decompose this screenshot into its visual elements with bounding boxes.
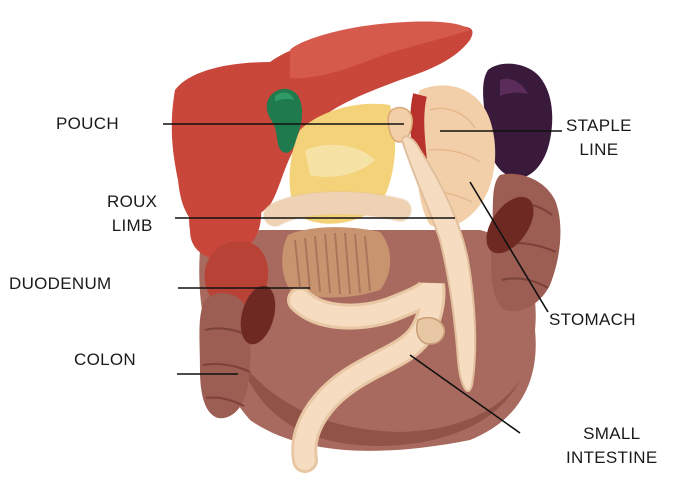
duodenum-outline <box>275 203 400 215</box>
label-pouch: POUCH <box>56 112 119 136</box>
label-roux-limb: ROUX LIMB <box>107 190 157 238</box>
label-roux-limb-text-1: ROUX <box>107 190 157 214</box>
label-stomach-text: STOMACH <box>549 308 636 332</box>
label-roux-limb-text-2: LIMB <box>107 214 157 238</box>
label-small-intestine: SMALL INTESTINE <box>566 422 658 470</box>
label-staple-line-text-1: STAPLE <box>566 114 632 138</box>
label-staple-line-text-2: LINE <box>566 138 632 162</box>
label-duodenum-text: DUODENUM <box>9 272 112 296</box>
jejunojejunostomy <box>417 318 445 344</box>
label-stomach: STOMACH <box>549 308 636 332</box>
label-colon: COLON <box>74 348 136 372</box>
label-pouch-text: POUCH <box>56 112 119 136</box>
label-staple-line: STAPLE LINE <box>566 114 632 162</box>
label-small-intestine-text-1: SMALL <box>566 422 658 446</box>
label-small-intestine-text-2: INTESTINE <box>566 446 658 470</box>
label-colon-text: COLON <box>74 348 136 372</box>
label-duodenum: DUODENUM <box>9 272 112 296</box>
